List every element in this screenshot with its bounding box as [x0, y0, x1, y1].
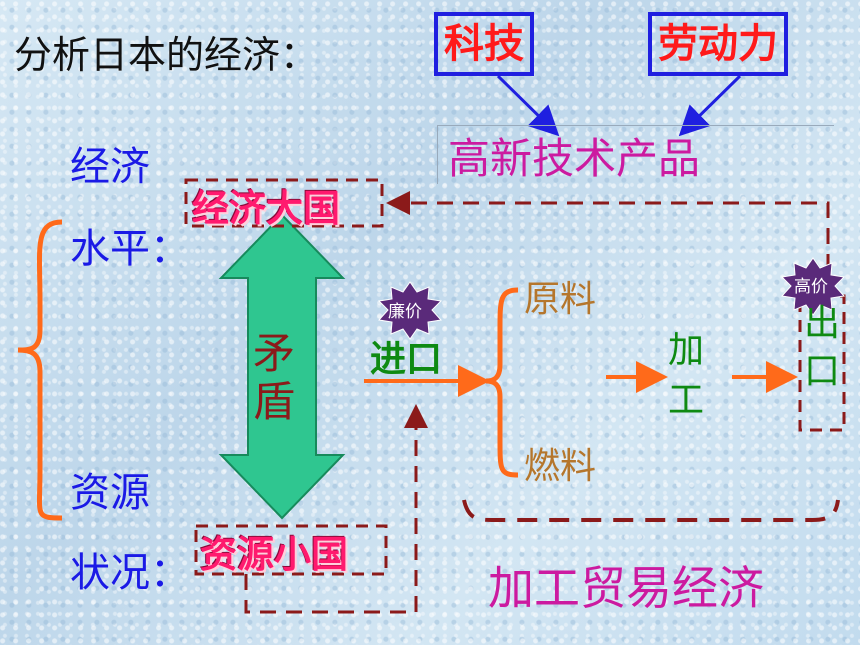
contradiction-char-2: 盾	[253, 377, 296, 426]
processing-char-2: 工	[668, 380, 705, 421]
econ-level-label-line2: 水平：	[70, 226, 190, 272]
cheap-badge-text: 廉价	[388, 302, 422, 322]
contradiction-double-arrow	[218, 213, 346, 520]
contradiction-char-1: 矛	[253, 329, 296, 378]
arrow-labor-to-product	[678, 74, 742, 137]
econ-power-label: 经济大国	[192, 187, 340, 230]
cheap-burst-icon	[377, 281, 443, 340]
materials-brace	[485, 287, 519, 478]
fuel-label: 燃料	[524, 446, 597, 487]
technology-box: 科技	[434, 12, 534, 76]
econ-power-dashed-frame	[184, 178, 384, 228]
page-title: 分析日本的经济：	[14, 33, 319, 77]
import-label: 进口	[370, 339, 443, 380]
processing-char-1: 加	[668, 330, 705, 371]
export-char-1: 出	[804, 303, 841, 344]
high-tech-product-label: 高新技术产品	[437, 125, 834, 184]
high-price-badge-text: 高价	[794, 277, 828, 297]
export-char-2: 口	[804, 351, 841, 392]
resource-small-label: 资源小国	[200, 533, 348, 576]
labor-box: 劳动力	[648, 12, 788, 76]
econ-level-label-line1: 经济	[70, 144, 150, 190]
resource-small-dashed-frame	[194, 524, 388, 576]
processing-label: 加 工	[668, 326, 704, 426]
export-to-econ-power-dashed-arrow	[386, 191, 830, 296]
raw-material-label: 原料	[524, 279, 597, 320]
processing-trade-economy-label: 加工贸易经济	[488, 561, 764, 615]
arrow-tech-to-product	[496, 74, 560, 137]
contradiction-label: 矛 盾	[253, 330, 295, 426]
export-label: 出 口	[804, 300, 840, 396]
resource-label-line2: 状况：	[70, 550, 190, 596]
trade-economy-dashed-brace	[462, 499, 840, 522]
left-brace	[17, 219, 63, 521]
high-price-burst-icon	[780, 257, 846, 316]
resource-label-line1: 资源	[70, 470, 150, 516]
